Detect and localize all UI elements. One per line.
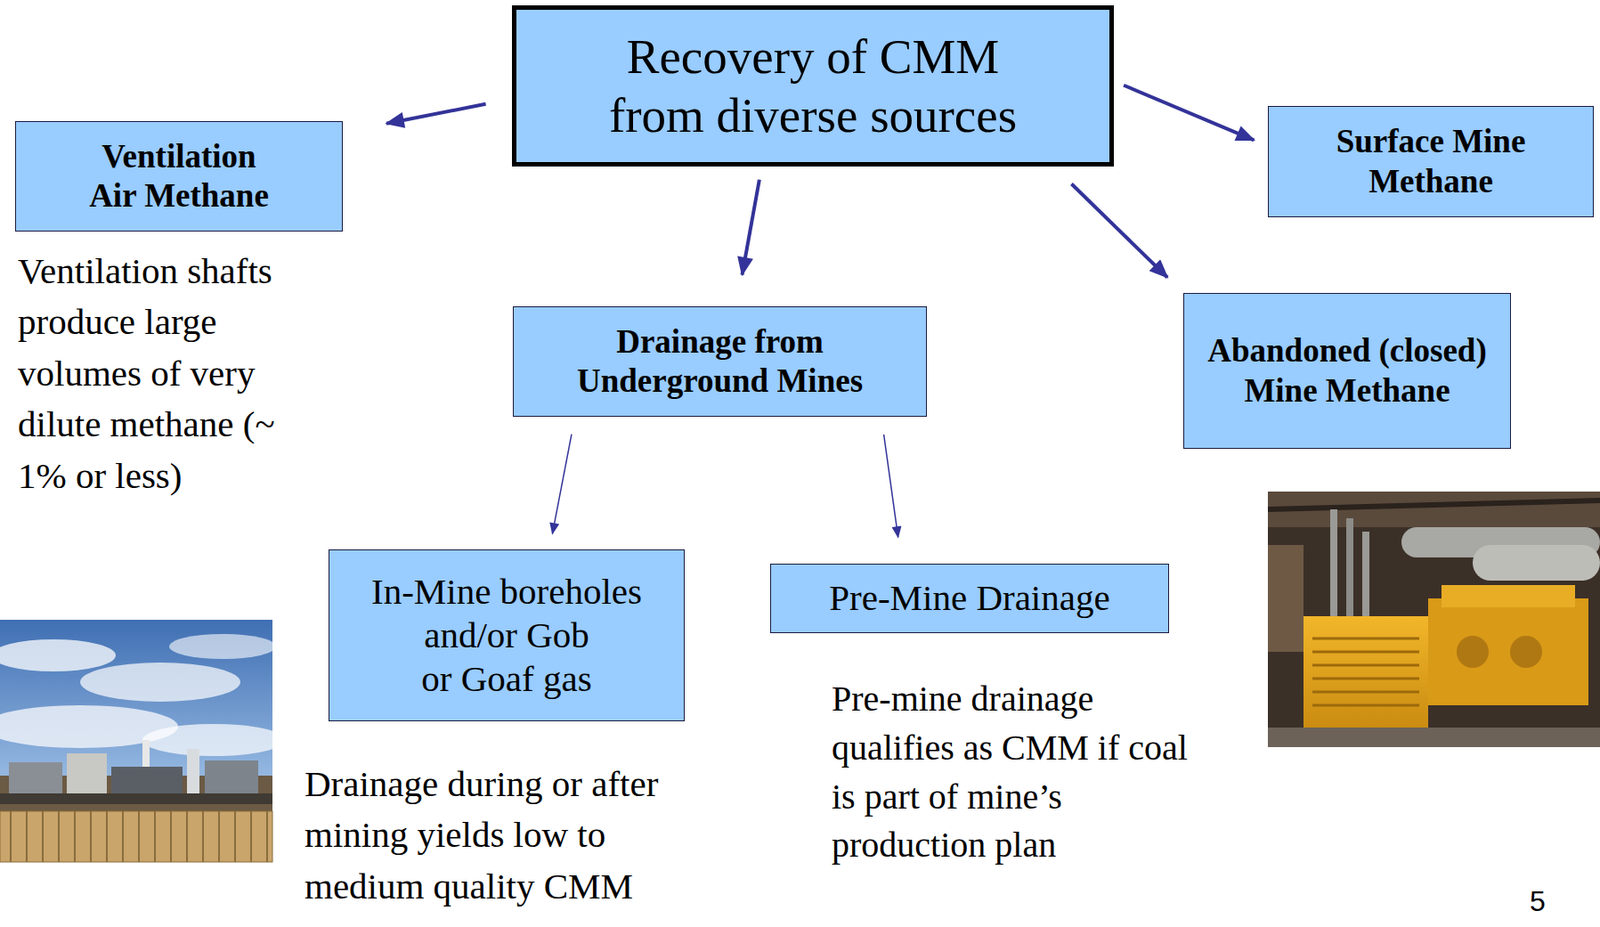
note-text: Ventilation shafts produce large volumes… [17, 245, 321, 502]
plant-photo [0, 619, 285, 862]
box-text: Recovery of CMM from diverse sources [569, 27, 1056, 146]
box-text: Abandoned (closed) Mine Methane [1193, 331, 1502, 411]
arrow-connector [1123, 85, 1254, 141]
arrow-connector [1071, 184, 1168, 278]
arrow-connector [552, 434, 572, 535]
method-box: In-Mine boreholes and/or Gob or Goaf gas [328, 549, 685, 722]
source-box: Abandoned (closed) Mine Methane [1183, 292, 1511, 449]
arrow-connector [742, 179, 760, 276]
source-box: Ventilation Air Methane [15, 121, 343, 232]
box-text: Pre-Mine Drainage [828, 576, 1110, 620]
generator-photo [1267, 491, 1600, 748]
box-text: Ventilation Air Methane [26, 137, 332, 217]
title-box: Recovery of CMM from diverse sources [511, 5, 1114, 167]
arrow-connector [386, 104, 487, 124]
note-text: Drainage during or after mining yields l… [304, 758, 732, 912]
source-box: Drainage from Underground Mines [512, 306, 927, 417]
box-text: Drainage from Underground Mines [524, 322, 916, 402]
method-box: Pre-Mine Drainage [770, 563, 1170, 634]
note-text: Pre-mine drainage qualifies as CMM if co… [831, 674, 1193, 870]
box-text: Surface Mine Methane [1279, 121, 1583, 202]
source-box: Surface Mine Methane [1267, 105, 1594, 218]
arrow-connector [884, 434, 899, 537]
box-text: In-Mine boreholes and/or Gob or Goaf gas [341, 569, 672, 702]
page-number: 5 [1529, 885, 1566, 918]
